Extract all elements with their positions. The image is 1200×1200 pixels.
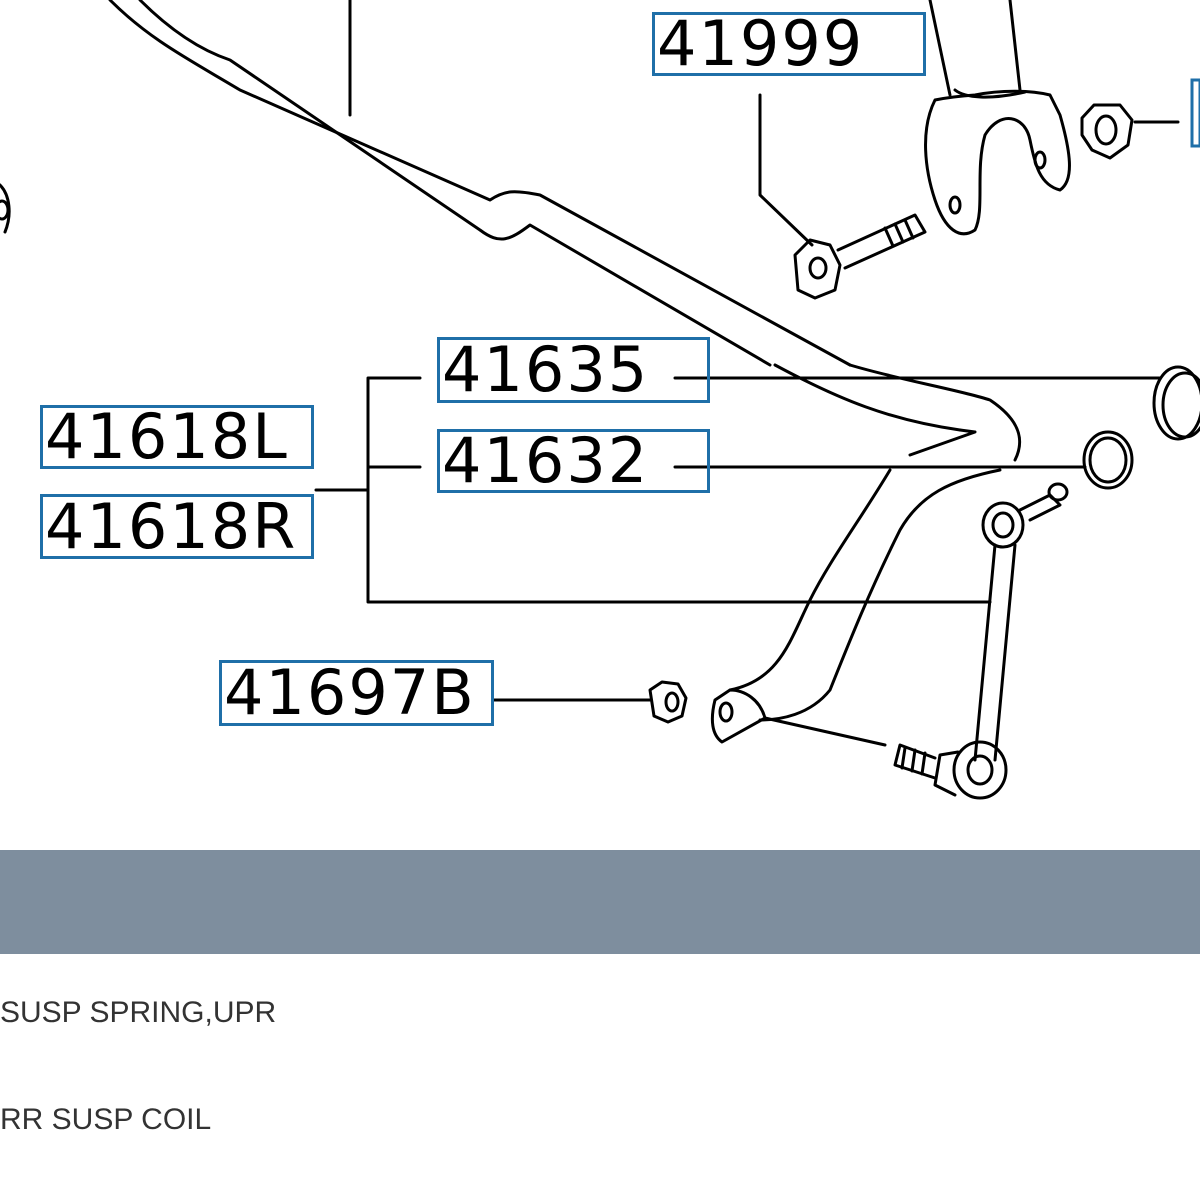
- stabilizer-bar-outline: [108, 0, 852, 367]
- stabilizer-line-art: [0, 0, 1200, 800]
- callout-41697B[interactable]: 41697B: [219, 660, 494, 726]
- callout-41999[interactable]: 41999: [652, 12, 926, 76]
- callout-41635[interactable]: 41635: [437, 337, 710, 403]
- callout-41618R[interactable]: 41618R: [40, 494, 314, 559]
- part-description: RR SUSP COIL: [0, 1103, 212, 1136]
- callout-41618L[interactable]: 41618L: [40, 405, 314, 469]
- list-item[interactable]: SUSP SPRING,UPR: [0, 983, 1200, 1043]
- parts-diagram: 41999 41635 41632 41618L 41618R 41697B: [0, 0, 1200, 800]
- list-item[interactable]: RR SUSP COIL: [0, 1090, 1200, 1150]
- part-description: SUSP SPRING,UPR: [0, 996, 277, 1029]
- callout-41632[interactable]: 41632: [437, 429, 710, 493]
- parts-list-header-band: [0, 850, 1200, 954]
